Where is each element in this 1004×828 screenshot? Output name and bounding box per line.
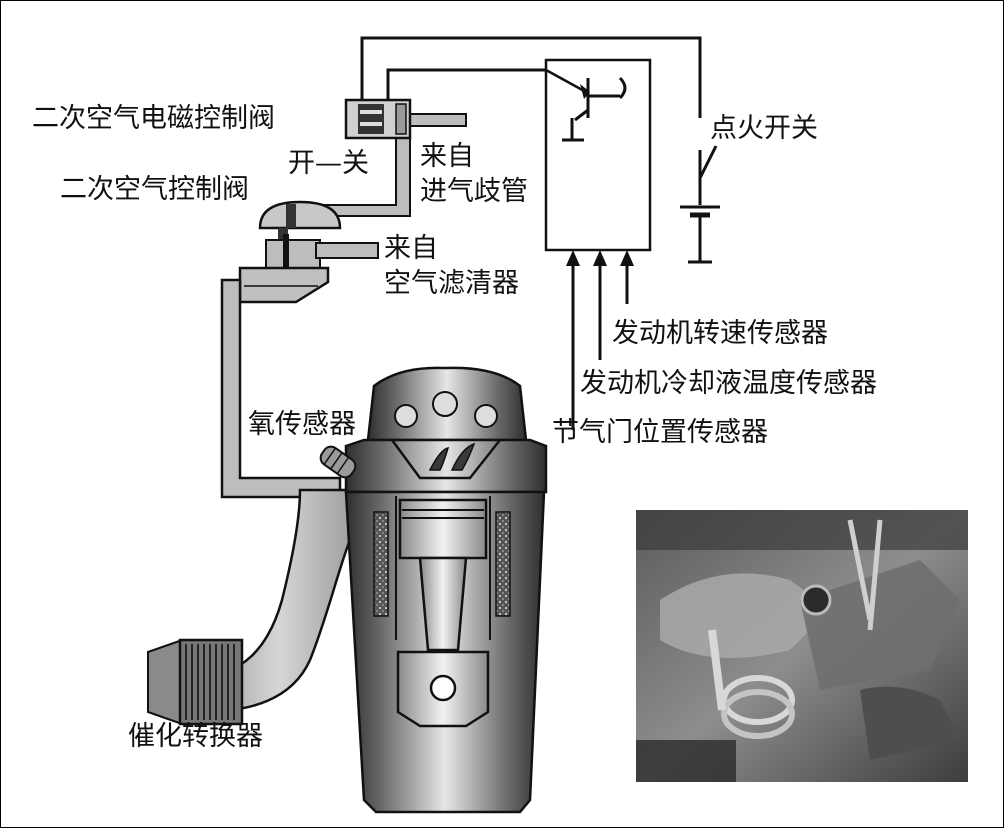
transistor-icon <box>545 68 627 142</box>
wire-ignition <box>360 36 702 118</box>
catalytic-converter-icon <box>147 638 244 726</box>
switch-icon <box>698 145 718 205</box>
solenoid-valve-label: 二次空气电磁控制阀 <box>32 103 275 134</box>
from-filter-label-1: 来自 <box>384 233 438 264</box>
sensor-arrows <box>571 262 629 430</box>
engine-cutaway <box>344 366 548 814</box>
air-control-valve <box>238 200 379 304</box>
from-intake-label-1: 来自 <box>420 141 474 172</box>
transistor-arrow-icon <box>580 84 590 99</box>
from-filter-label-2: 空气滤清器 <box>384 268 519 299</box>
from-intake-label-2: 进气歧管 <box>420 176 528 207</box>
oxygen-sensor-icon <box>319 445 357 479</box>
catalytic-converter-label: 催化转换器 <box>128 721 263 752</box>
ecu-box <box>544 58 652 252</box>
engine-speed-sensor-label: 发动机转速传感器 <box>612 318 828 349</box>
throttle-position-sensor-label: 节气门位置传感器 <box>552 417 768 448</box>
oxygen-sensor-label: 氧传感器 <box>248 409 356 440</box>
coolant-temp-sensor-label: 发动机冷却液温度传感器 <box>580 368 877 399</box>
secondary-air-pipe <box>220 278 342 499</box>
ignition-switch-label: 点火开关 <box>710 113 818 144</box>
battery-icon <box>680 205 720 264</box>
on-off-label: 开—关 <box>288 148 369 179</box>
control-valve-label: 二次空气控制阀 <box>60 174 249 205</box>
engine-photo <box>636 510 968 782</box>
solenoid-valve <box>344 98 412 140</box>
